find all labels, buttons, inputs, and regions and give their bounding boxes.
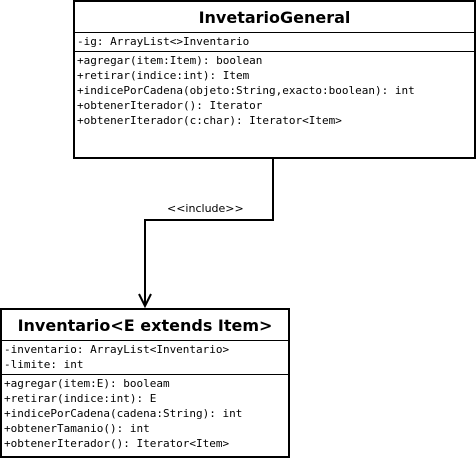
class-invetario-general[interactable]: InvetarioGeneral -ig: ArrayList<>Inventa… [73, 0, 476, 159]
methods-section: +agregar(item:E): booleam +retirar(indic… [2, 375, 288, 453]
method: +agregar(item:E): booleam [4, 377, 170, 390]
attributes-section: -ig: ArrayList<>Inventario [75, 33, 474, 52]
method: +agregar(item:Item): boolean [77, 54, 263, 67]
include-connector-line [144, 159, 274, 306]
method: +indicePorCadena(cadena:String): int [4, 407, 243, 420]
method: +obtenerIterador(c:char): Iterator<Item> [77, 114, 342, 127]
method: +retirar(indice:int): E [4, 392, 157, 405]
class-name: InvetarioGeneral [75, 2, 474, 33]
method: +obtenerIterador(): Iterator<Item> [4, 437, 230, 450]
attributes-section: -inventario: ArrayList<Inventario> -limi… [2, 341, 288, 375]
include-label: <<include>> [166, 202, 245, 215]
class-name: Inventario<E extends Item> [2, 310, 288, 341]
include-arrowhead-icon [138, 293, 152, 309]
attribute: -limite: int [4, 358, 84, 371]
method: +retirar(indice:int): Item [77, 69, 250, 82]
method: +indicePorCadena(objeto:String,exacto:bo… [77, 84, 415, 97]
method: +obtenerTamanio(): int [4, 422, 150, 435]
methods-section: +agregar(item:Item): boolean +retirar(in… [75, 52, 474, 130]
attribute: -inventario: ArrayList<Inventario> [4, 343, 230, 356]
method: +obtenerIterador(): Iterator [77, 99, 263, 112]
class-inventario[interactable]: Inventario<E extends Item> -inventario: … [0, 308, 290, 458]
attribute: -ig: ArrayList<>Inventario [77, 35, 250, 48]
